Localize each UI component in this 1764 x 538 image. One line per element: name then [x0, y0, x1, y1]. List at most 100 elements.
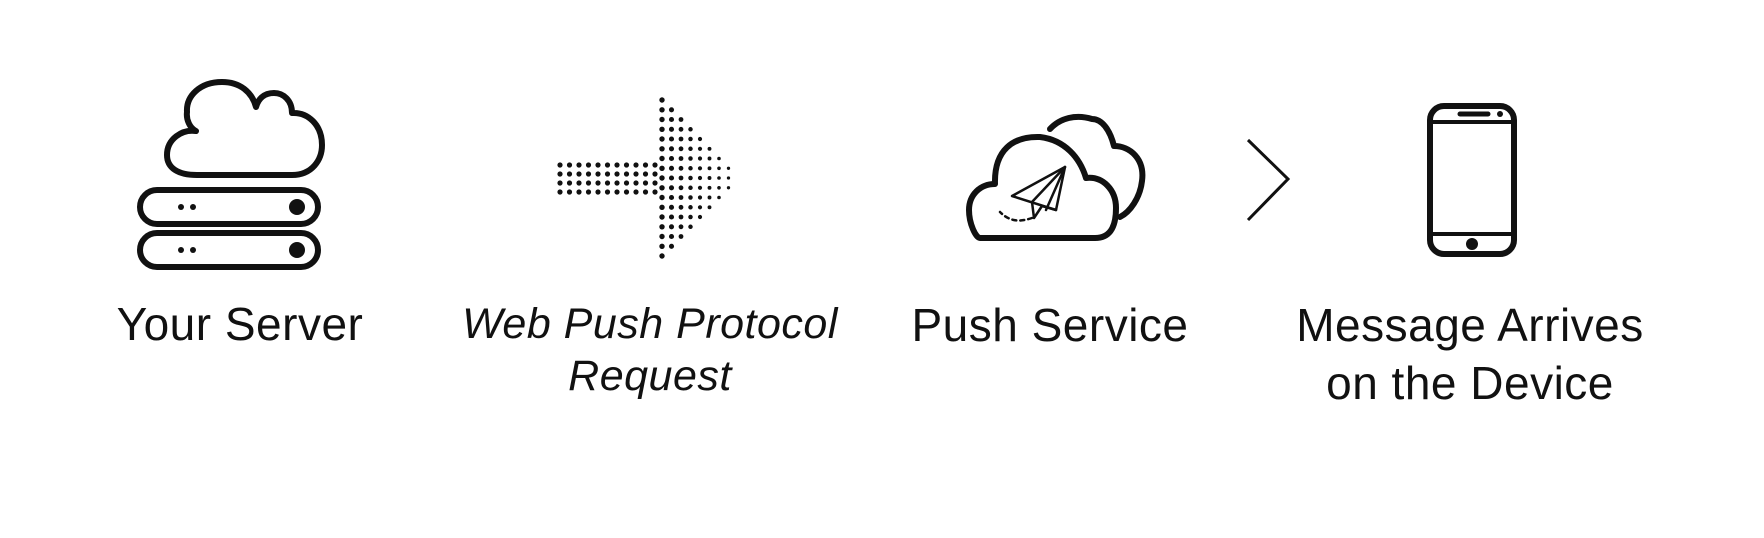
arrow-dot	[652, 189, 658, 195]
arrow-dot	[642, 189, 649, 195]
arrow-dot	[659, 107, 665, 113]
arrow-dot	[678, 234, 684, 239]
arrow-dot	[717, 156, 721, 161]
arrow-dot	[707, 166, 712, 171]
arrow-dot	[642, 162, 649, 168]
arrow-dot	[688, 185, 693, 191]
chevron-right-icon	[1246, 138, 1291, 222]
arrow-dot	[717, 176, 721, 180]
arrow-dot	[659, 116, 665, 123]
arrow-dot	[688, 156, 693, 161]
arrow-dot	[604, 171, 611, 177]
arrow-dot	[659, 146, 665, 152]
arrow-dot	[595, 189, 601, 195]
step-device: Message Arrives on the Device	[1270, 0, 1670, 538]
arrow-dot	[585, 189, 592, 195]
arrow-dot	[678, 156, 684, 161]
arrow-dot	[652, 180, 658, 186]
arrow-dot	[604, 162, 611, 168]
cloud-paper-plane-icon	[966, 113, 1146, 241]
arrow-dot	[668, 204, 675, 210]
arrow-dot	[697, 185, 703, 190]
arrow-dot	[678, 175, 684, 181]
arrow-dot	[717, 186, 721, 190]
step-label: Your Server	[116, 298, 364, 350]
arrow-dot	[688, 166, 693, 171]
arrow-dot	[707, 185, 712, 190]
arrow-dot	[659, 165, 665, 171]
arrow-dot	[604, 189, 611, 195]
arrow-dot	[623, 171, 630, 177]
arrow-dot	[668, 165, 675, 171]
arrow-dot	[688, 205, 693, 210]
arrow-dot	[623, 180, 630, 186]
arrow-dot	[614, 189, 620, 195]
arrow-dot	[642, 171, 649, 177]
arrow-dot	[585, 171, 592, 177]
step-label-line-2: on the Device	[1326, 357, 1614, 409]
arrow-dot	[668, 224, 675, 230]
arrow-dot	[697, 156, 703, 161]
arrow-dot	[707, 176, 712, 180]
arrow-dot	[633, 171, 639, 177]
arrow-dot	[659, 204, 665, 210]
arrow-dot	[717, 195, 721, 200]
arrow-dot	[595, 171, 601, 177]
arrow-dot	[604, 180, 611, 186]
arrow-dot	[659, 175, 665, 181]
step-push-service: Push Service	[880, 0, 1220, 538]
arrow-dot	[678, 185, 684, 191]
step-your-server: Your Server	[0, 0, 480, 538]
arrow-dot	[659, 224, 665, 230]
arrow-dot	[678, 117, 684, 122]
arrow-dot	[726, 186, 731, 190]
arrow-dot	[678, 126, 684, 132]
arrow-dot	[688, 146, 693, 152]
arrow-dot	[585, 162, 592, 168]
arrow-dot	[576, 171, 582, 177]
arrow-dot	[668, 185, 675, 191]
arrow-dot	[717, 166, 721, 171]
arrow-dot	[697, 175, 703, 181]
arrow-dot	[678, 146, 684, 152]
arrow-dot	[633, 162, 639, 168]
arrow-dot	[688, 214, 693, 220]
arrow-dot	[659, 97, 665, 103]
arrow-dot	[688, 127, 693, 132]
arrow-dot	[557, 180, 563, 186]
arrow-dot	[668, 116, 675, 123]
arrow-dot	[576, 180, 582, 186]
arrow-dot	[659, 194, 665, 201]
arrow-dot	[688, 136, 693, 142]
arrow-dot	[633, 189, 639, 195]
arrow-dot	[659, 155, 665, 162]
arrow-dot	[652, 162, 658, 168]
arrow-dot	[668, 175, 675, 181]
step-label: Push Service	[911, 299, 1189, 351]
arrow-dot	[707, 205, 712, 210]
arrow-dot	[668, 155, 675, 162]
arrow-dot	[652, 171, 658, 177]
arrow-dot	[566, 189, 573, 195]
arrow-dot	[595, 180, 601, 186]
arrow-dot	[707, 195, 712, 200]
arrow-dot	[678, 195, 684, 200]
arrow-dot	[678, 136, 684, 142]
arrow-dot	[668, 136, 675, 142]
arrow-dot	[697, 136, 703, 142]
step-protocol-request: Web Push Protocol Request	[440, 0, 860, 538]
arrow-dot	[678, 224, 684, 230]
arrow-dot	[697, 166, 703, 171]
arrow-dot	[688, 195, 693, 200]
arrow-dot	[678, 165, 684, 171]
arrow-dot	[623, 162, 630, 168]
smartphone-icon	[1427, 103, 1517, 257]
arrow-dot	[697, 195, 703, 200]
arrow-dot	[668, 243, 675, 249]
arrow-dot	[668, 194, 675, 201]
arrow-dot	[678, 214, 684, 220]
arrow-dot	[668, 126, 675, 132]
arrow-dot	[623, 189, 630, 195]
arrow-dot	[633, 180, 639, 186]
